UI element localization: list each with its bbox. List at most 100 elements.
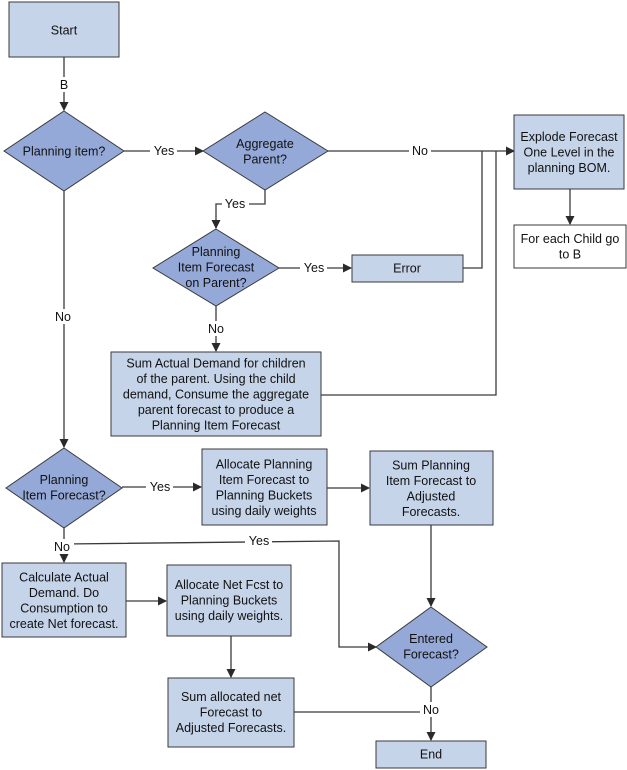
text-line: Calculate Actual	[19, 570, 109, 584]
text-line: Explode Forecast	[520, 130, 618, 144]
edge-error-to-explode	[463, 151, 483, 269]
label-yes-item-forecast: Yes	[146, 479, 173, 494]
forecast-on-parent-decision	[152, 228, 280, 307]
entered-forecast-decision	[375, 606, 488, 688]
text-line: create Net forecast.	[9, 617, 118, 631]
text-line: Entered	[409, 632, 453, 646]
text-line: Item Forecast?	[22, 488, 105, 502]
label-no-planning-item-text: No	[55, 310, 71, 324]
text-line: Planning item?	[23, 145, 106, 159]
planning-item-decision	[3, 110, 125, 192]
text-line: Adjusted Forecasts.	[176, 721, 286, 735]
label-yes-item-forecast-text: Yes	[150, 480, 170, 494]
text-line: Item Forecast to	[219, 473, 309, 487]
text-line: Forecasts.	[402, 505, 460, 519]
text-line: For each Child go	[521, 232, 620, 246]
text-line: Item Forecast to	[386, 474, 476, 488]
start-text: Start	[51, 24, 78, 38]
text-line: Consumption to	[20, 601, 108, 615]
error-box	[351, 254, 464, 283]
label-b-text: B	[60, 78, 68, 92]
start-box	[8, 1, 120, 58]
text-line: planning BOM.	[528, 161, 611, 175]
text-line: Start	[51, 24, 78, 38]
label-yes-skip-text: Yes	[249, 534, 269, 548]
text-line: Planning	[40, 473, 89, 487]
text-line: Parent?	[243, 152, 287, 166]
text-line: to B	[559, 247, 581, 261]
label-b: B	[56, 77, 71, 92]
label-no-item-forecast-text: No	[54, 540, 70, 554]
label-yes-aggregate: Yes	[222, 196, 249, 211]
text-line: Planning Item Forecast	[152, 419, 281, 433]
label-no-on-parent-text: No	[208, 322, 224, 336]
edge-labels: B Yes No Yes Yes No No Yes No Yes No	[52, 77, 442, 717]
edge-skip-yes	[63, 540, 377, 652]
text-line: Forecast?	[403, 647, 459, 661]
text-line: Error	[393, 262, 421, 276]
text-line: using daily weights.	[175, 609, 283, 623]
text-line: demand, Consume the aggregate	[123, 388, 309, 402]
label-no-planning-item: No	[52, 309, 74, 324]
end-box	[375, 740, 487, 769]
label-yes-on-parent: Yes	[300, 260, 327, 275]
text-line: using daily weights	[212, 504, 317, 518]
text-line: Planning	[192, 245, 241, 259]
allocate-net-fcst-box	[166, 564, 292, 637]
label-yes-planning-item-text: Yes	[154, 144, 174, 158]
end-text: End	[420, 748, 442, 762]
text-line: Allocate Net Fcst to	[175, 578, 283, 592]
label-no-aggregate-text: No	[412, 144, 428, 158]
text-line: Sum Planning	[392, 458, 470, 472]
label-no-entered: No	[420, 702, 442, 717]
label-no-on-parent: No	[205, 321, 227, 336]
text-line: Adjusted	[407, 489, 456, 503]
text-line: Item Forecast	[178, 261, 255, 275]
allocate-planning-item-box	[201, 448, 328, 526]
text-line: One Level in the	[523, 146, 614, 160]
label-no-aggregate: No	[409, 143, 431, 158]
error-text: Error	[393, 262, 421, 276]
label-no-item-forecast: No	[52, 539, 74, 554]
text-line: Forecast to	[200, 706, 263, 720]
label-yes-aggregate-text: Yes	[225, 197, 245, 211]
edge-sum-actual-to-explode	[321, 151, 497, 396]
text-line: End	[420, 748, 442, 762]
sum-actual-demand-box	[110, 351, 322, 437]
label-yes-on-parent-text: Yes	[304, 261, 324, 275]
explode-forecast-box	[513, 114, 625, 190]
text-line: Planning Buckets	[216, 488, 313, 502]
text-line: Planning Buckets	[181, 594, 278, 608]
label-no-entered-text: No	[423, 703, 439, 717]
sum-planning-item-box	[369, 450, 494, 526]
calculate-actual-demand-box	[1, 562, 127, 638]
sum-allocated-net-box	[167, 677, 295, 748]
text-line: Sum Actual Demand for children	[126, 357, 305, 371]
text-line: Allocate Planning	[216, 457, 313, 471]
text-line: on Parent?	[185, 276, 246, 290]
planning-item-decision-text: Planning item?	[23, 145, 106, 159]
aggregate-parent-decision	[202, 111, 329, 191]
text-line: Demand. Do	[29, 586, 99, 600]
planning-item-forecast-decision	[5, 447, 123, 529]
label-yes-skip: Yes	[245, 534, 272, 549]
label-yes-planning-item: Yes	[150, 143, 177, 158]
text-line: Aggregate	[236, 137, 294, 151]
text-line: Sum allocated net	[181, 690, 282, 704]
text-line: parent forecast to produce a	[138, 403, 294, 417]
text-line: of the parent. Using the child	[136, 372, 295, 386]
